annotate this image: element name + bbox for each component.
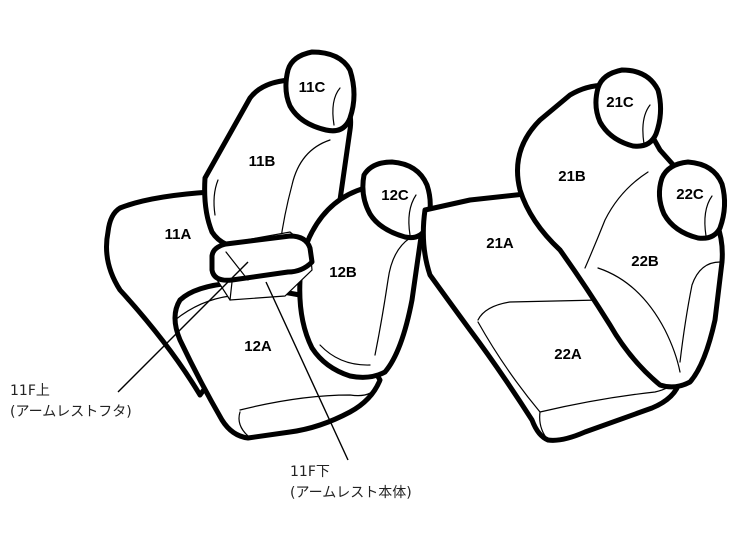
label-21A: 21A — [486, 235, 514, 252]
callout-armrest-lid-desc: (アームレストフタ) — [10, 404, 132, 420]
label-21B: 21B — [558, 168, 586, 185]
front-bench — [420, 67, 728, 443]
label-22C: 22C — [676, 186, 704, 203]
leader-line-11F-upper — [117, 261, 249, 393]
label-11C: 11C — [299, 79, 326, 96]
callout-armrest-lid-code: 11F上 — [10, 383, 50, 399]
callout-armrest-body-desc: (アームレスト本体) — [290, 485, 412, 501]
label-22B: 22B — [631, 253, 659, 270]
armrest-11F — [209, 231, 315, 301]
part-21B — [515, 82, 725, 390]
part-22B — [584, 171, 649, 269]
leader-line-11F-lower — [265, 281, 349, 461]
part-11C — [283, 49, 357, 134]
label-22A: 22A — [554, 346, 582, 363]
armrest-lid — [209, 233, 315, 283]
label-21C: 21C — [606, 94, 634, 111]
part-22C — [656, 159, 728, 241]
label-11A: 11A — [165, 226, 192, 243]
label-12A: 12A — [244, 338, 272, 355]
label-11B: 11B — [249, 153, 276, 170]
part-21C — [593, 67, 664, 149]
rear-bench — [104, 49, 433, 441]
callout-armrest-body-code: 11F下 — [290, 464, 330, 480]
label-12C: 12C — [381, 187, 409, 204]
callout-armrest-body: 11F下 (アームレスト本体) — [290, 462, 412, 504]
callout-armrest-lid: 11F上 (アームレストフタ) — [10, 381, 132, 423]
label-12B: 12B — [329, 264, 357, 281]
